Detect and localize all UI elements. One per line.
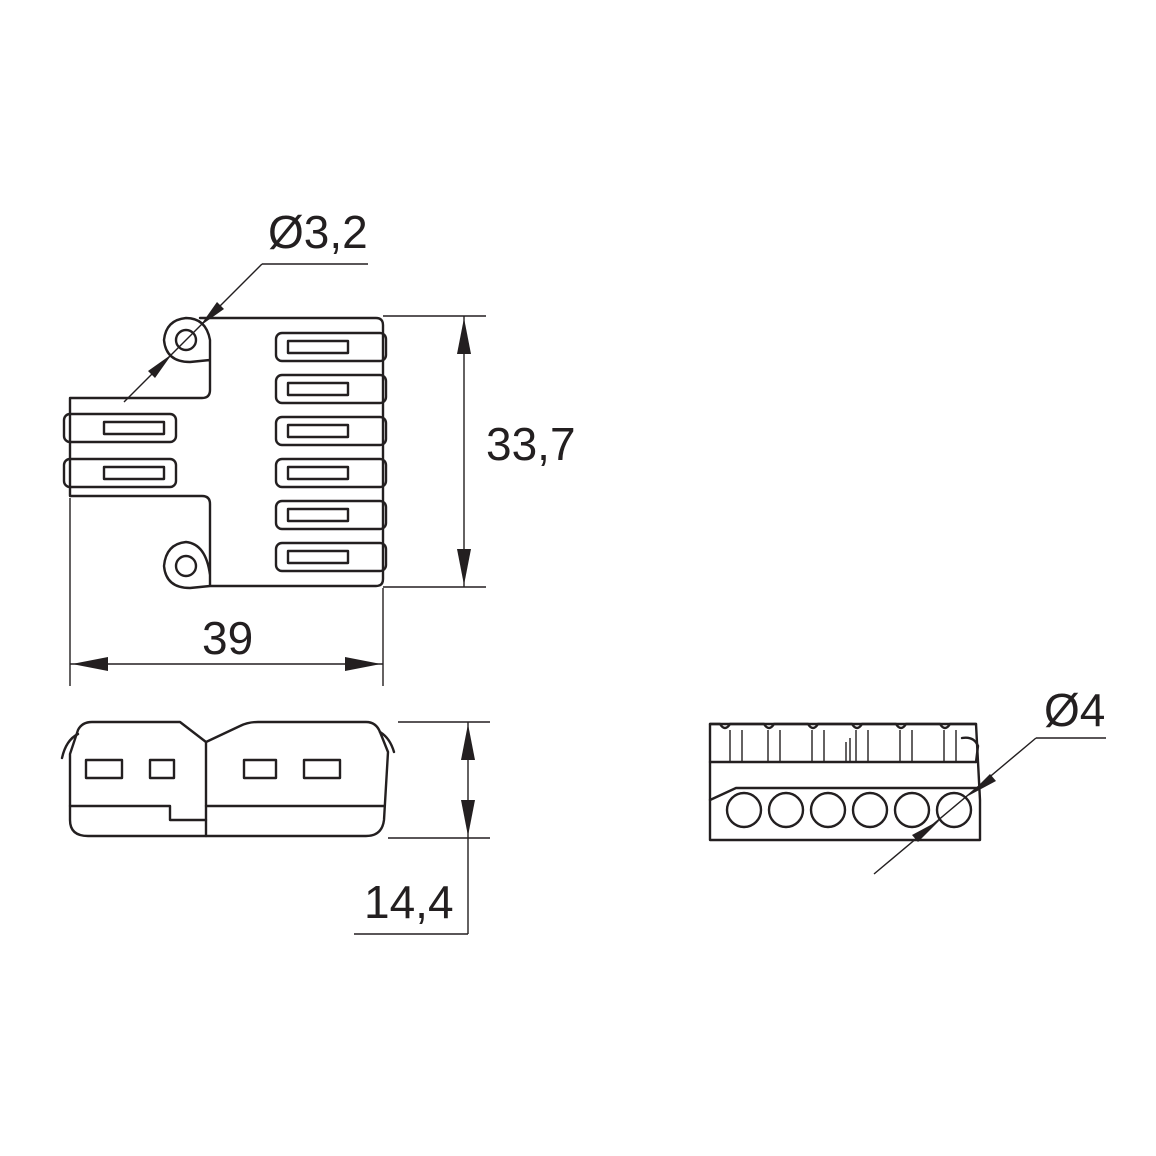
height-label: 33,7 — [486, 418, 576, 470]
lever — [62, 412, 178, 444]
wire-ports — [725, 791, 973, 829]
bottom-mounting-hole — [174, 554, 198, 578]
side-window — [148, 758, 176, 780]
side-view-outline — [68, 720, 390, 838]
top-view-body-outline — [68, 316, 385, 590]
lever — [274, 415, 388, 447]
wire-port — [725, 791, 763, 829]
depth-label: 14,4 — [364, 876, 454, 928]
wire-port — [893, 791, 931, 829]
front-view-outline — [708, 722, 982, 842]
front-view: Ø4 — [708, 684, 1106, 875]
side-window — [302, 758, 342, 780]
port-diameter-dimension: Ø4 — [873, 684, 1106, 875]
wire-port — [851, 791, 889, 829]
lever — [62, 457, 178, 489]
hole-diameter-dimension: Ø3,2 — [123, 206, 368, 403]
lever — [274, 541, 388, 573]
top-view: Ø3,2 33,7 39 — [62, 206, 576, 686]
top-mounting-hole — [174, 328, 198, 352]
side-window — [84, 758, 124, 780]
width-dimension: 39 — [69, 498, 384, 686]
width-label: 39 — [202, 612, 253, 664]
port-diameter-label: Ø4 — [1044, 684, 1105, 736]
lever — [274, 331, 388, 363]
wire-port — [935, 791, 973, 829]
height-dimension: 33,7 — [383, 315, 576, 588]
wire-port — [767, 791, 805, 829]
hole-diameter-label: Ø3,2 — [268, 206, 368, 258]
depth-dimension: 14,4 — [354, 721, 490, 935]
side-view: 14,4 — [60, 720, 490, 935]
lever — [274, 373, 388, 405]
left-levers — [62, 412, 178, 489]
wire-port — [809, 791, 847, 829]
lever — [274, 499, 388, 531]
lever — [274, 457, 388, 489]
lever-teeth — [708, 722, 978, 730]
right-levers — [274, 331, 388, 573]
side-window — [242, 758, 278, 780]
